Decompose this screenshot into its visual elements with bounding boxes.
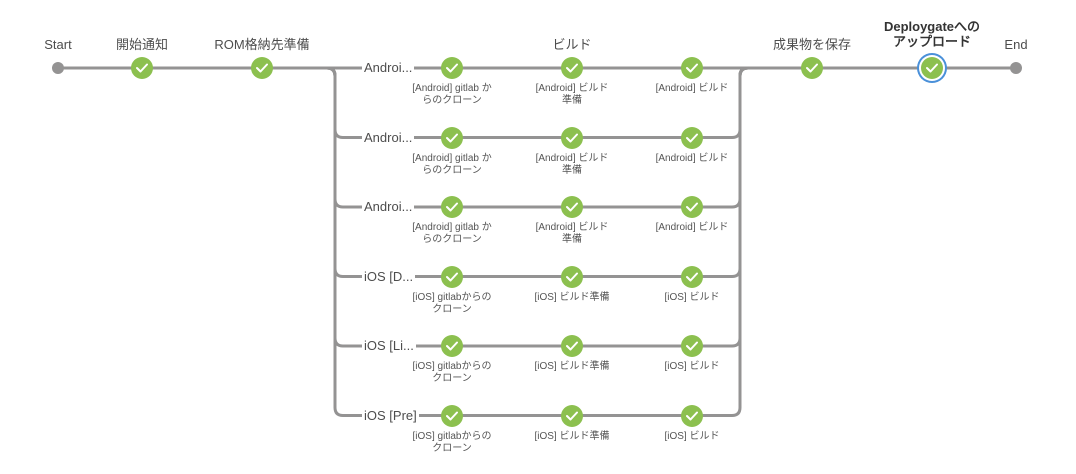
check-icon (806, 63, 818, 73)
check-icon (686, 202, 698, 212)
branch-step-label: [iOS] ビルド (664, 430, 720, 442)
branch-step-node[interactable] (441, 196, 463, 218)
branch-step-label: [iOS] ビルド (664, 291, 720, 303)
branch-step-node[interactable] (441, 57, 463, 79)
branch-step-label: [iOS] ビルド準備 (534, 430, 610, 442)
branch-step-label: [Android] gitlab か らのクローン (412, 222, 492, 245)
check-icon (446, 63, 458, 73)
branch-label[interactable]: iOS [D... (362, 268, 416, 285)
stage-label-save: 成果物を保存 (772, 37, 852, 52)
end-label: End (1004, 37, 1028, 52)
check-icon (446, 411, 458, 420)
branch-step-node[interactable] (561, 265, 583, 288)
branch-step-node[interactable] (561, 335, 583, 357)
start-node (52, 62, 64, 74)
branch-step-label: [Android] gitlab か らのクローン (412, 83, 492, 106)
stage-node-upload[interactable] (921, 57, 943, 79)
stage-node-notify[interactable] (131, 57, 153, 79)
branch-step-node[interactable] (681, 404, 703, 427)
branch-step-label: [iOS] gitlabからの クローン (412, 291, 492, 315)
branch-label[interactable]: Androi... (362, 199, 415, 215)
branch-step-label: [Android] ビルド (655, 222, 729, 233)
branch-step-node[interactable] (561, 57, 583, 79)
check-icon (926, 63, 938, 73)
branch-step-label: [Android] ビルド (655, 152, 729, 164)
branch-step-node[interactable] (441, 404, 463, 427)
branch-step-node[interactable] (681, 57, 703, 79)
branch-step-label: [iOS] ビルド準備 (534, 361, 610, 372)
branch-step-node[interactable] (561, 404, 583, 427)
stage-label-build: ビルド (552, 37, 592, 52)
stage-node-save[interactable] (801, 57, 823, 79)
branch-step-label: [iOS] ビルド準備 (534, 291, 610, 303)
branch-step-node[interactable] (681, 196, 703, 218)
branch-step-label: [Android] ビルド 準備 (535, 83, 609, 106)
check-icon (686, 272, 698, 281)
check-icon (686, 133, 698, 142)
check-icon (136, 63, 148, 73)
check-icon (686, 341, 698, 351)
branch-step-node[interactable] (441, 335, 463, 357)
branch-step-node[interactable] (441, 265, 463, 288)
start-label: Start (44, 37, 72, 52)
stage-label-upload: Deploygateへの アップロード (883, 19, 981, 49)
branch-step-label: [iOS] gitlabからの クローン (412, 361, 492, 384)
check-icon (446, 272, 458, 281)
check-icon (566, 63, 578, 73)
branch-step-node[interactable] (561, 126, 583, 149)
branch-step-node[interactable] (681, 335, 703, 357)
branch-step-label: [iOS] ビルド (664, 361, 720, 372)
branch-label[interactable]: iOS [Li... (362, 338, 416, 354)
branch-label[interactable]: Androi... (362, 60, 415, 76)
branch-step-node[interactable] (561, 196, 583, 218)
check-icon (686, 63, 698, 73)
branch-label[interactable]: Androi... (362, 129, 415, 146)
check-icon (446, 202, 458, 212)
branch-step-label: [iOS] gitlabからの クローン (412, 430, 492, 454)
check-icon (446, 341, 458, 351)
branch-step-node[interactable] (681, 126, 703, 149)
stage-label-rom: ROM格納先準備 (214, 37, 310, 52)
check-icon (566, 133, 578, 142)
end-node (1010, 62, 1022, 74)
branch-label[interactable]: iOS [Pre] (362, 407, 419, 424)
branch-step-node[interactable] (681, 265, 703, 288)
check-icon (566, 202, 578, 212)
check-icon (256, 63, 268, 73)
check-icon (686, 411, 698, 420)
branch-step-label: [Android] ビルド 準備 (535, 222, 609, 245)
stage-node-rom[interactable] (251, 57, 273, 79)
branch-step-label: [Android] gitlab か らのクローン (412, 152, 492, 176)
stage-label-notify: 開始通知 (115, 37, 169, 52)
check-icon (566, 341, 578, 351)
check-icon (566, 272, 578, 281)
branch-step-label: [Android] ビルド 準備 (535, 152, 609, 176)
check-icon (446, 133, 458, 142)
branch-step-label: [Android] ビルド (655, 83, 729, 94)
branch-step-node[interactable] (441, 126, 463, 149)
check-icon (566, 411, 578, 420)
